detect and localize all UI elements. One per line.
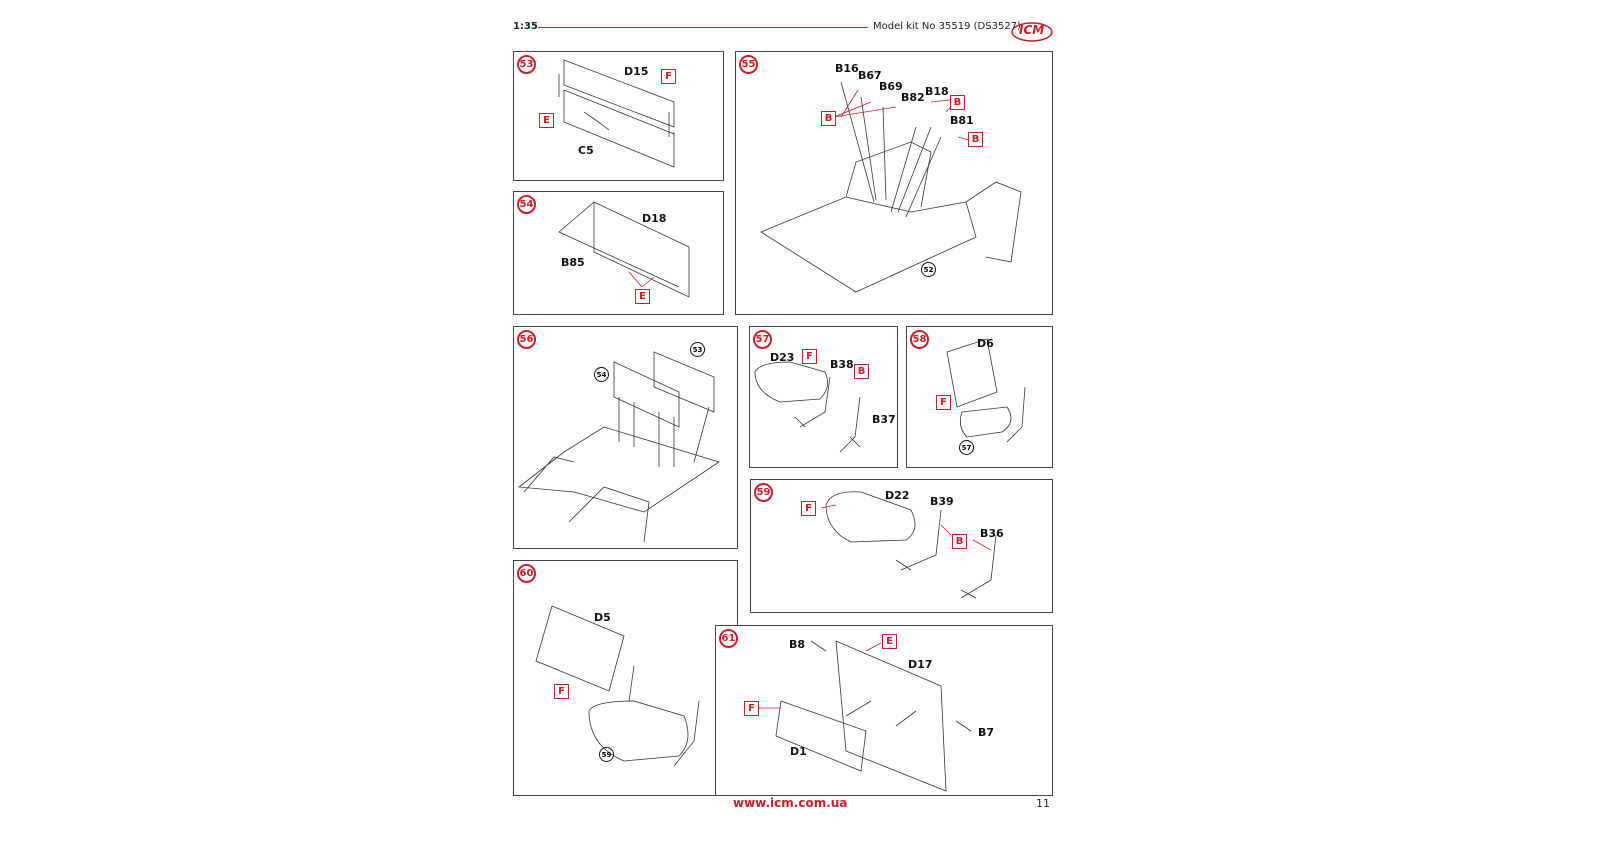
part-label: B36 [980, 527, 1004, 540]
page-number: 11 [1036, 797, 1050, 810]
step-60-panel: 60 D5 F 59 [513, 560, 738, 796]
step-number: 54 [517, 195, 536, 214]
step-number: 55 [739, 55, 758, 74]
part-label: B39 [930, 495, 954, 508]
paint-tag: B [952, 534, 967, 549]
paint-tag: B [968, 132, 983, 147]
box-drawing [558, 59, 675, 168]
part-label: D1 [790, 745, 807, 758]
part-label: D5 [594, 611, 611, 624]
step-54-panel: 54 D18 B85 E [513, 191, 724, 315]
part-label: B81 [950, 114, 974, 127]
model-number: Model kit No 35519 (DS3527) [873, 21, 1021, 32]
part-label: B37 [872, 413, 896, 426]
part-label: B69 [879, 80, 903, 93]
part-label: B38 [830, 358, 854, 371]
part-label: D6 [977, 337, 994, 350]
paint-tag: E [539, 113, 554, 128]
floor-drawing [760, 81, 1022, 293]
part-label: B82 [901, 91, 925, 104]
icm-logo: ICM [1010, 18, 1054, 46]
paint-tag: F [802, 349, 817, 364]
step-number: 57 [753, 330, 772, 349]
paint-tag: E [635, 289, 650, 304]
step-number: 58 [910, 330, 929, 349]
assembly-drawing [517, 351, 720, 543]
scale-label: 1:35 [513, 21, 538, 32]
part-label: B8 [789, 638, 806, 651]
part-label: B85 [561, 256, 585, 269]
step-57-panel: 57 D23 B38 B37 F B [749, 326, 898, 468]
step-53-panel: 53 D15 C5 F E [513, 51, 724, 181]
step-56-panel: 56 53 54 [513, 326, 738, 549]
seat-back-drawing [535, 605, 700, 767]
wall-drawing [758, 640, 972, 792]
part-label: D17 [908, 658, 933, 671]
part-label: B16 [835, 62, 859, 75]
step-reference: 53 [690, 342, 705, 357]
step-reference: 57 [959, 440, 974, 455]
step-number: 56 [517, 330, 536, 349]
header-rule [538, 27, 868, 28]
seat-drawing [754, 361, 861, 453]
part-label: D23 [770, 351, 795, 364]
paint-tag: E [882, 634, 897, 649]
step-reference: 52 [921, 262, 936, 277]
step-59-panel: 59 D22 B39 B36 F B [750, 479, 1053, 613]
part-label: B67 [858, 69, 882, 82]
step-reference: 59 [599, 747, 614, 762]
step-number: 59 [754, 483, 773, 502]
paint-tag: F [936, 395, 951, 410]
step-number: 61 [719, 629, 738, 648]
step-number: 53 [517, 55, 536, 74]
seat-back-drawing [946, 338, 1026, 443]
panel-drawing [558, 201, 690, 298]
step-61-panel: 61 B8 D17 B7 D1 E F [715, 625, 1053, 796]
part-label: B7 [978, 726, 995, 739]
step-58-panel: 58 D6 F 57 [906, 326, 1053, 468]
part-label: D18 [642, 212, 667, 225]
paint-tag: F [554, 684, 569, 699]
paint-tag: F [744, 701, 759, 716]
part-label: C5 [578, 144, 594, 157]
step-number: 60 [517, 564, 536, 583]
part-label: D22 [885, 489, 910, 502]
paint-tag: B [821, 111, 836, 126]
paint-tag: B [854, 364, 869, 379]
paint-tag: B [950, 95, 965, 110]
paint-tag: F [661, 69, 676, 84]
paint-tag: F [801, 501, 816, 516]
step-55-panel: 55 B16 B67 B69 B82 B18 B81 B B B 52 [735, 51, 1053, 315]
step-reference: 54 [594, 367, 609, 382]
part-label: B18 [925, 85, 949, 98]
website-link[interactable]: www.icm.com.ua [733, 796, 848, 810]
part-label: D15 [624, 65, 649, 78]
bench-drawing [820, 491, 997, 599]
